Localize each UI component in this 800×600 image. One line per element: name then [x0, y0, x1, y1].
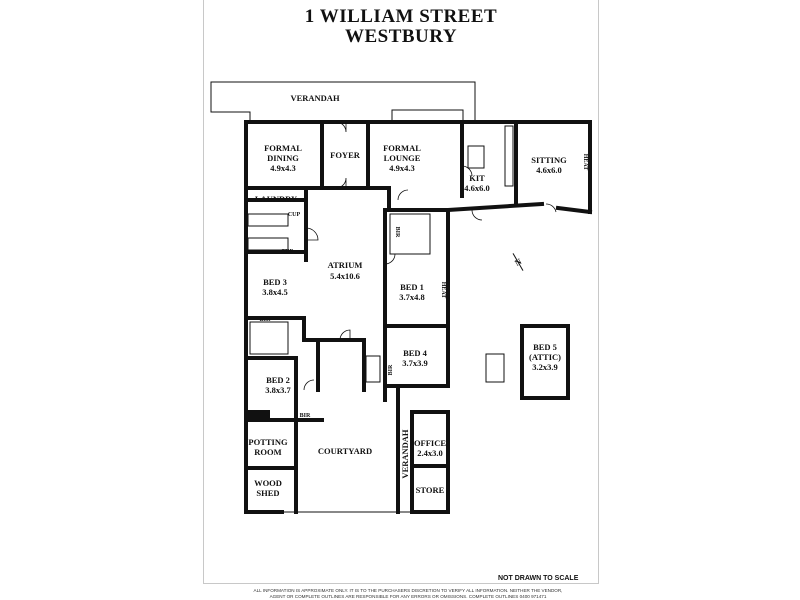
disclaimer-line-2: AGENT OR COMPLETE OUTLINES ARE RESPONSIB… [269, 593, 547, 599]
label-verandah-side: VERANDAH [400, 429, 410, 479]
wet-area-laundry [247, 213, 289, 227]
label-bed4: BED 4 [403, 348, 428, 358]
label-bed3: BED 3 [263, 277, 287, 287]
stairs-main [365, 355, 381, 383]
label-atrium-dims: 5.4x10.6 [330, 271, 360, 281]
label-cup-1: CUP [288, 212, 301, 218]
label-formal-lounge: FORMAL [383, 143, 421, 153]
main-walls [244, 120, 593, 514]
label-laundry: LAUNDRY [255, 194, 297, 204]
label-formal-dining-dims: 4.9x4.3 [270, 163, 296, 173]
label-sitting: SITTING [531, 155, 567, 165]
label-wood-shed-2: SHED [256, 488, 279, 498]
label-formal-dining-2: DINING [267, 153, 299, 163]
kitchen-bench [504, 125, 514, 187]
label-bed1-dims: 3.7x4.8 [399, 292, 425, 302]
label-cup-2: CUP [281, 249, 294, 255]
label-bed4-dims: 3.7x3.9 [402, 358, 428, 368]
page-title-street: 1 WILLIAM STREET [304, 6, 498, 27]
label-formal-dining: FORMAL [264, 143, 302, 153]
not-drawn-to-scale: NOT DRAWN TO SCALE [498, 575, 579, 582]
label-verandah-top: VERANDAH [290, 93, 340, 103]
bathroom-bed2 [249, 321, 289, 355]
bed2-cabinet [248, 410, 270, 418]
stairs-attic [485, 353, 505, 383]
label-formal-lounge-dims: 4.9x4.3 [389, 163, 415, 173]
page-title-suburb: WESTBURY [344, 26, 458, 47]
disclaimer: ALL INFORMATION IS APPROXIMATE ONLY. IT … [228, 588, 588, 599]
label-office: OFFICE [414, 438, 446, 448]
label-bir-3: BIR [388, 364, 394, 375]
label-bed2-dims: 3.8x3.7 [265, 385, 291, 395]
label-heat-1: HEAT [582, 154, 588, 171]
label-bed2: BED 2 [266, 375, 290, 385]
drawing-frame [203, 0, 599, 584]
label-formal-lounge-2: LOUNGE [384, 153, 421, 163]
label-courtyard: COURTYARD [318, 446, 372, 456]
label-kit: KIT [469, 173, 485, 183]
verandah-outline [210, 81, 476, 123]
label-bir-4: BIR [300, 413, 311, 419]
wet-area-bath [247, 237, 289, 251]
label-sitting-dims: 4.6x6.0 [536, 165, 562, 175]
label-kit-dims: 4.6x6.0 [464, 183, 490, 193]
door-swings [303, 121, 557, 391]
label-potting-2: ROOM [254, 447, 281, 457]
label-bed5-2: (ATTIC) [529, 352, 561, 362]
label-heat-2: HEAT [440, 282, 446, 299]
compass-icon: N [512, 253, 524, 271]
label-bir-2: BIR [260, 317, 271, 323]
ensuite [389, 213, 431, 255]
label-potting: POTTING [248, 437, 288, 447]
label-atrium: ATRIUM [328, 260, 363, 270]
label-bed5-dims: 3.2x3.9 [532, 362, 558, 372]
label-wood-shed: WOOD [254, 478, 282, 488]
label-foyer: FOYER [330, 150, 361, 160]
label-store: STORE [416, 485, 445, 495]
label-bir-1: BIR [394, 227, 400, 238]
label-office-dims: 2.4x3.0 [417, 448, 443, 458]
disclaimer-line-1: ALL INFORMATION IS APPROXIMATE ONLY. IT … [253, 588, 563, 593]
kitchen-island [467, 145, 485, 169]
label-bed1: BED 1 [400, 282, 424, 292]
label-bed5: BED 5 [533, 342, 557, 352]
label-bed3-dims: 3.8x4.5 [262, 287, 288, 297]
